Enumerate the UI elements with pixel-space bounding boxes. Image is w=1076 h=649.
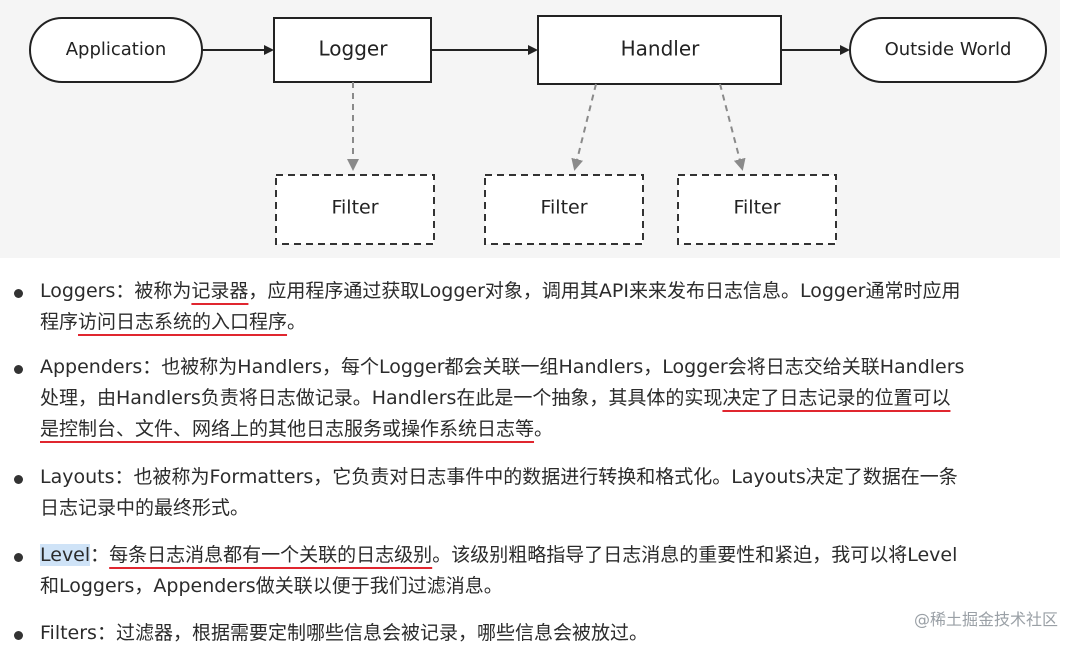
- bullet-dot: [14, 475, 23, 484]
- arrow-handler-to-filter-3: [719, 83, 746, 171]
- logger-label: Logger: [319, 37, 389, 61]
- level-text: Level：每条日志消息都有一个关联的日志级别。该级别粗略指导了日志消息的重要性…: [40, 544, 958, 597]
- loggers-text: Loggers：被称为记录器，应用程序通过获取Logger对象，调用其API来来…: [40, 280, 961, 333]
- filter-label-1: Filter: [331, 197, 378, 219]
- application-label: Application: [66, 39, 167, 60]
- bullet-dot: [14, 631, 23, 640]
- bullet-dot: [14, 553, 23, 562]
- underline-entry-program: 访问日志系统的入口程序: [78, 311, 288, 333]
- layouts-text: Layouts：也被称为Formatters，它负责对日志事件中的数据进行转换和…: [40, 466, 958, 519]
- filter-node-1: Filter: [275, 174, 435, 245]
- watermark: @稀土掘金技术社区: [913, 610, 1058, 629]
- arrow-handler-to-filter-2: [571, 83, 597, 171]
- outside-world-node: Outside World: [849, 17, 1047, 83]
- underline-recorder: 记录器: [191, 280, 249, 302]
- filter-node-3: Filter: [677, 174, 837, 245]
- highlight-level: Level: [40, 544, 91, 566]
- appenders-text: Appenders：也被称为Handlers，每个Logger都会关联一组Han…: [40, 356, 965, 440]
- bullet-dot: [14, 365, 23, 374]
- handler-node: Handler: [537, 15, 782, 85]
- outside-world-label: Outside World: [885, 39, 1012, 60]
- filter-node-2: Filter: [484, 174, 644, 245]
- bullet-dot: [14, 289, 23, 298]
- underline-destinations: 是控制台、文件、网络上的其他日志服务或操作系统日志等: [40, 418, 535, 440]
- application-node: Application: [29, 17, 203, 83]
- logging-flow-diagram: Application Logger Handler Outside World…: [29, 15, 1047, 245]
- underline-log-level: 每条日志消息都有一个关联的日志级别: [109, 544, 433, 566]
- underline-record-location: 决定了日志记录的位置可以: [722, 387, 951, 409]
- filters-text: Filters：过滤器，根据需要定制哪些信息会被记录，哪些信息会被放过。: [40, 622, 648, 644]
- filter-label-2: Filter: [540, 197, 587, 219]
- logger-node: Logger: [273, 17, 432, 83]
- filter-label-3: Filter: [733, 197, 780, 219]
- handler-label: Handler: [621, 37, 701, 61]
